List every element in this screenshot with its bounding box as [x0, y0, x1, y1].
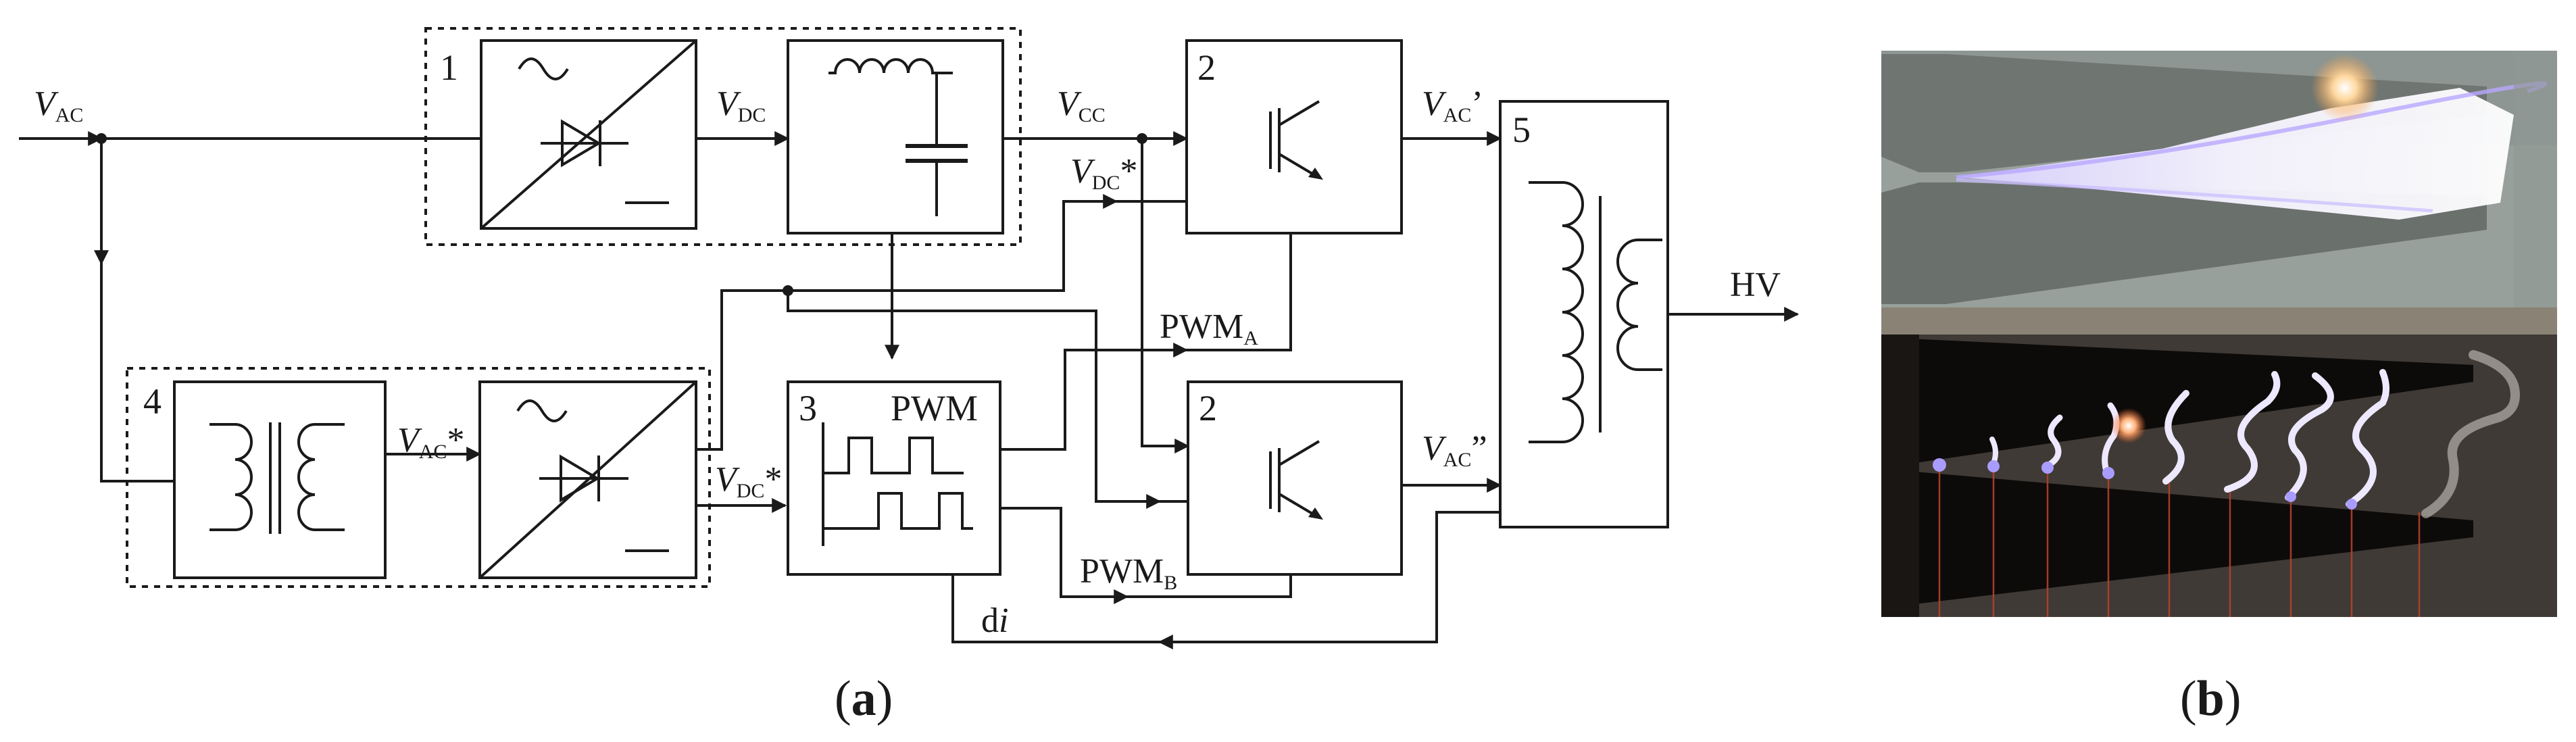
diode-icon: [539, 454, 628, 503]
inverter-bottom-block: [1187, 380, 1403, 576]
label-v-ac-star: VAC*: [397, 421, 464, 463]
igbt-icon: [1269, 100, 1323, 180]
transformer-number: 5: [1512, 109, 1531, 150]
panel-a-block-diagram: 1 2 2 5 3 PWM 4 VAC VDC VCC VDC* VAC’ VA…: [19, 27, 1800, 726]
inverter-top-number: 2: [1197, 47, 1216, 88]
pwm-controller-title: PWM: [891, 388, 978, 428]
diode-icon: [541, 119, 628, 168]
sine-wave-icon: [518, 57, 569, 80]
primary-winding-icon: [1529, 181, 1584, 443]
capacitor-icon: [906, 73, 968, 216]
label-pwm-a: PWMA: [1160, 307, 1258, 349]
pwm-waveform-a-icon: [822, 437, 964, 474]
wire-current-feedback: [1176, 511, 1500, 643]
inverter-top-block: [1185, 39, 1403, 234]
label-pwm-b: PWMB: [1080, 552, 1177, 594]
label-v-dc-star-top: VDC*: [1070, 152, 1137, 194]
label-v-ac-prime: VAC’: [1422, 84, 1483, 126]
pwm-waveform-b-icon: [822, 492, 973, 530]
aux-group-number: 4: [143, 381, 162, 422]
pwm-controller-number: 3: [799, 388, 817, 428]
aux-primary-winding-icon: [209, 423, 253, 531]
photo-bottom-gliding-arc: [1881, 307, 2557, 617]
inductor-icon: [828, 58, 953, 74]
caption-a: (a): [835, 671, 893, 726]
label-v-ac: VAC: [34, 84, 83, 126]
wire-vcc-to-inverter-bottom: [1141, 139, 1190, 453]
rectifier-main-block: [480, 39, 697, 230]
label-hv: HV: [1730, 266, 1781, 304]
igbt-icon: [1269, 440, 1323, 520]
junction-ac: [96, 133, 107, 144]
aux-rectifier-block: [478, 380, 697, 579]
panel-b-photographs: (b): [1881, 51, 2557, 726]
aux-transformer-block: [173, 380, 387, 579]
inverter-bottom-number: 2: [1199, 388, 1217, 428]
lc-filter-block: [787, 39, 1004, 234]
pwm-controller-block: [787, 380, 1001, 576]
group-1-dashed-boundary: [424, 27, 1022, 246]
label-v-cc: VCC: [1057, 84, 1106, 126]
label-v-dc-star-bottom: VDC*: [715, 460, 782, 502]
photo-top-arc-discharge: [1881, 51, 2557, 307]
secondary-winding-icon: [1616, 239, 1662, 371]
wire-current-feedback-to-pwm: [951, 574, 1169, 643]
hv-transformer-block: [1499, 100, 1669, 528]
label-current-di: di: [981, 601, 1008, 640]
caption-b: (b): [2180, 671, 2241, 726]
wire-vdcstar-bus: [787, 291, 1162, 509]
sine-wave-icon: [516, 399, 568, 422]
group-1-number: 1: [440, 47, 458, 88]
label-v-dc: VDC: [716, 84, 766, 126]
aux-secondary-winding-icon: [297, 423, 345, 531]
junction-vcc: [1137, 133, 1147, 144]
label-v-ac-doubleprime: VAC”: [1422, 429, 1487, 471]
junction-vdcstar: [783, 285, 793, 296]
wire-ac-to-aux-transformer: [100, 260, 174, 483]
